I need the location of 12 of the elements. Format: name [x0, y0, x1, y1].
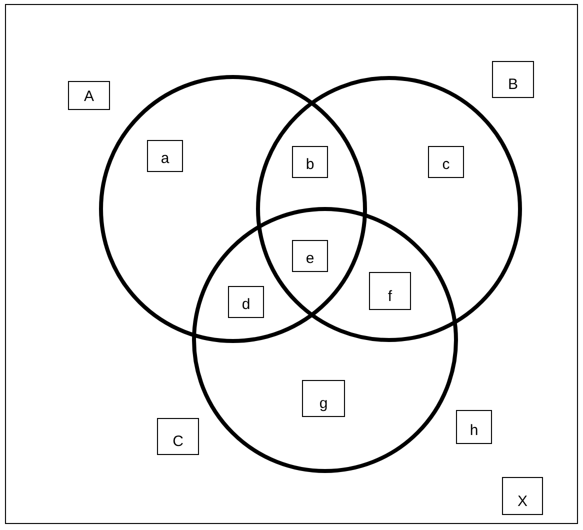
label-box: a	[147, 140, 183, 172]
label-box: c	[428, 146, 464, 178]
label-box: g	[302, 380, 345, 417]
label-box: h	[456, 410, 492, 444]
label-box: d	[228, 286, 264, 318]
label-box: A	[68, 81, 110, 110]
label-box: X	[502, 477, 543, 515]
label-box: f	[369, 272, 411, 310]
label-box: C	[157, 418, 199, 455]
label-box: b	[292, 146, 328, 178]
label-box: B	[492, 61, 534, 98]
label-box: e	[292, 240, 328, 272]
